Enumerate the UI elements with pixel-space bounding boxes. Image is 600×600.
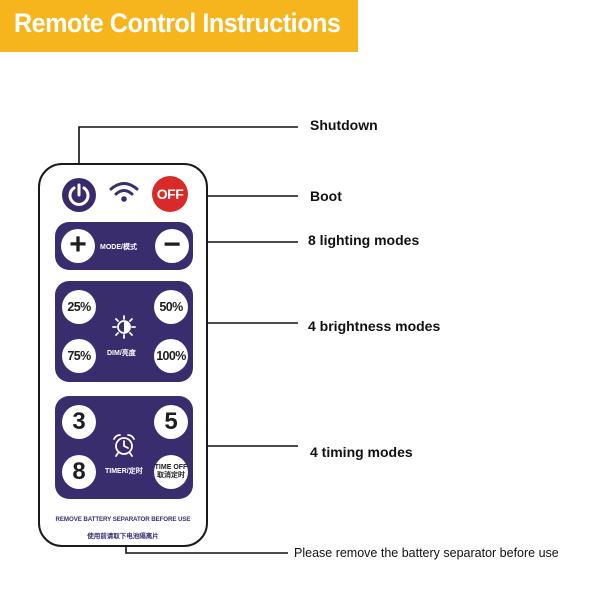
timer-8-button[interactable]: 8 [62, 455, 96, 489]
brightness-100-button[interactable]: 100% [154, 339, 188, 373]
callout-boot: Boot [310, 188, 342, 204]
brightness-25-button[interactable]: 25% [62, 290, 96, 324]
brightness-75-button[interactable]: 75% [62, 339, 96, 373]
mode-label: MODE/模式 [100, 244, 137, 251]
power-button[interactable] [62, 178, 96, 212]
timer-5-button[interactable]: 5 [154, 405, 188, 439]
callout-brightness-modes: 4 brightness modes [308, 318, 441, 334]
banner-title: Remote Control Instructions [14, 8, 341, 38]
time-off-button[interactable]: TIME OFF 取消定时 [154, 455, 188, 489]
alarm-clock-icon [113, 434, 135, 457]
wifi-icon [109, 182, 139, 202]
timer-label: TIMER/定时 [105, 468, 143, 475]
callout-shutdown: Shutdown [310, 117, 378, 133]
brightness-sun-icon [112, 315, 136, 339]
off-button[interactable]: OFF [152, 176, 188, 212]
timer-3-button[interactable]: 3 [62, 405, 96, 439]
separator-text-en: REMOVE BATTERY SEPARATOR BEFORE USE [55, 516, 191, 523]
mode-plus-button[interactable]: + [61, 229, 95, 263]
separator-text-cn: 使用前请取下电池隔离片 [87, 533, 159, 540]
power-icon [68, 183, 90, 206]
callout-timing-modes: 4 timing modes [310, 444, 413, 460]
title-banner: Remote Control Instructions [0, 0, 358, 52]
mode-minus-button[interactable]: − [155, 229, 189, 263]
dim-label: DIM/亮度 [107, 350, 136, 357]
time-off-label: TIME OFF [154, 464, 188, 471]
callout-separator-note: Please remove the battery separator befo… [294, 546, 559, 560]
callout-lighting-modes: 8 lighting modes [308, 232, 420, 248]
brightness-50-button[interactable]: 50% [154, 290, 188, 324]
time-off-cn-label: 取消定时 [157, 472, 185, 479]
